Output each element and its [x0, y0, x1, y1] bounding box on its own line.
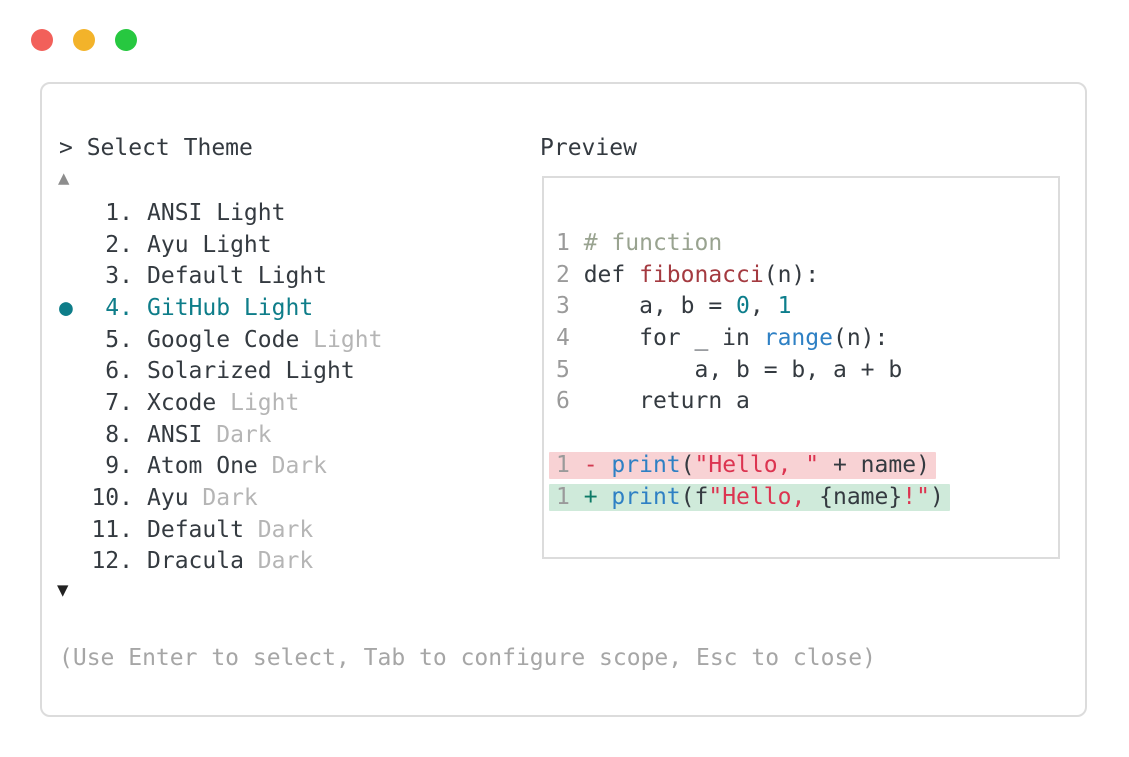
- theme-item-variant: Light: [299, 326, 383, 353]
- theme-item-ayu[interactable]: 10. Ayu Dark: [59, 482, 382, 514]
- code-line: 1 # function: [556, 230, 723, 256]
- theme-item-number: 10.: [91, 485, 133, 512]
- theme-item-number: 5.: [105, 326, 133, 353]
- theme-item-label: Dracula: [147, 548, 244, 575]
- theme-item-label: ANSI: [147, 421, 203, 448]
- theme-item-atom-one[interactable]: 9. Atom One Dark: [59, 451, 382, 483]
- theme-item-label: ANSI Light: [147, 199, 286, 226]
- theme-item-number: 6.: [105, 358, 133, 385]
- code-line: 4 for _ in range(n):: [556, 325, 889, 352]
- theme-item-number: 9.: [105, 453, 133, 480]
- window-controls: [31, 29, 137, 51]
- code-line: 2 def fibonacci(n):: [556, 261, 820, 288]
- scroll-down-icon[interactable]: ▼: [57, 579, 69, 601]
- code-preview: 1 # function 2 def fibonacci(n): 3 a, b = …: [549, 228, 950, 514]
- code-line: 5 a, b = b, a + b: [556, 356, 903, 383]
- code-line: 3 a, b = 0, 1: [556, 293, 792, 320]
- code-line: [556, 418, 950, 450]
- theme-item-number: 3.: [105, 263, 133, 290]
- theme-item-variant: Light: [216, 389, 300, 416]
- diff-added-line: 1 + print(f"Hello, {name}!"): [549, 482, 950, 514]
- theme-item-default[interactable]: 11. Default Dark: [59, 514, 382, 546]
- theme-item-number: 1.: [105, 199, 133, 226]
- theme-item-ayu-light[interactable]: 2. Ayu Light: [59, 229, 382, 261]
- theme-item-google-code[interactable]: 5. Google Code Light: [59, 324, 382, 356]
- theme-item-solarized-light[interactable]: 6. Solarized Light: [59, 355, 382, 387]
- theme-item-label: GitHub Light: [147, 294, 314, 321]
- theme-item-number: 11.: [91, 516, 133, 543]
- theme-item-label: Xcode: [147, 389, 217, 416]
- theme-item-label: Solarized Light: [147, 358, 355, 385]
- theme-item-xcode[interactable]: 7. Xcode Light: [59, 387, 382, 419]
- theme-item-ansi-light[interactable]: 1. ANSI Light: [59, 197, 382, 229]
- select-theme-prompt: > Select Theme: [59, 135, 253, 161]
- scroll-up-icon[interactable]: ▲: [58, 167, 70, 189]
- theme-item-number: 8.: [105, 421, 133, 448]
- theme-item-variant: Dark: [257, 453, 328, 480]
- theme-item-label: Ayu Light: [147, 231, 272, 258]
- code-line: 6 return a: [556, 388, 750, 415]
- theme-item-default-light[interactable]: 3. Default Light: [59, 260, 382, 292]
- theme-item-variant: Dark: [188, 485, 258, 512]
- theme-item-ansi[interactable]: 8. ANSI Dark: [59, 419, 382, 451]
- theme-item-variant: Dark: [243, 548, 314, 575]
- preview-title: Preview: [540, 135, 637, 161]
- theme-item-variant: Dark: [202, 421, 272, 448]
- theme-list: 1. ANSI Light 2. Ayu Light 3. Default Light ● 4…: [59, 197, 382, 577]
- theme-item-label: Google Code: [147, 326, 300, 353]
- theme-item-label: Default: [147, 516, 244, 543]
- selected-bullet-icon: ●: [59, 294, 73, 321]
- theme-item-number: 7.: [105, 389, 133, 416]
- theme-item-variant: Dark: [243, 516, 314, 543]
- theme-item-number: 4.: [105, 294, 133, 321]
- help-text: (Use Enter to select, Tab to configure s…: [59, 645, 876, 671]
- theme-item-label: Ayu: [147, 485, 189, 512]
- theme-item-label: Default Light: [147, 263, 328, 290]
- diff-removed-line: 1 - print("Hello, " + name): [549, 450, 950, 482]
- minimize-button[interactable]: [73, 29, 95, 51]
- theme-item-dracula[interactable]: 12. Dracula Dark: [59, 546, 382, 578]
- close-button[interactable]: [31, 29, 53, 51]
- theme-item-number: 12.: [91, 548, 133, 575]
- zoom-button[interactable]: [115, 29, 137, 51]
- theme-item-github-light[interactable]: ● 4. GitHub Light: [59, 292, 382, 324]
- theme-item-number: 2.: [105, 231, 133, 258]
- theme-item-label: Atom One: [147, 453, 258, 480]
